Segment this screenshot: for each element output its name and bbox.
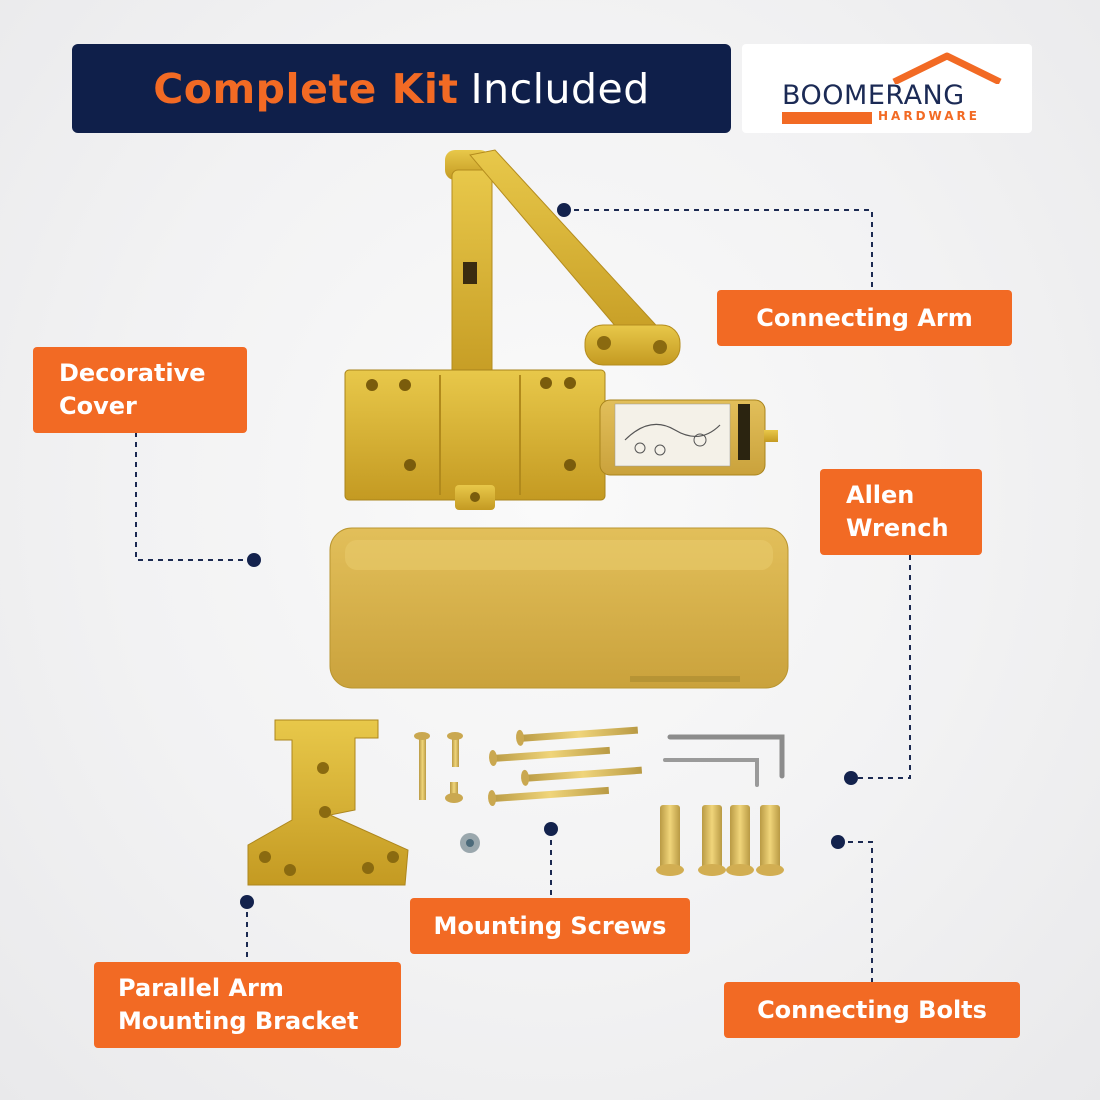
logo-roof-icon [892,52,1002,84]
logo-bar [782,112,872,124]
label-mounting-screws: Mounting Screws [410,898,690,954]
callout-dots [240,203,858,909]
connecting-bolts-part [656,805,784,876]
label-decorative-cover-line2: Cover [59,392,137,420]
mounting-screws-part [414,726,643,853]
label-connecting-arm-text: Connecting Arm [756,303,973,332]
logo-brand-text: BOOMERANG [782,80,965,111]
closer-body-part [344,369,778,510]
label-allen-wrench-line2: Wrench [846,514,949,542]
brand-logo: BOOMERANG HARDWARE [742,44,1032,133]
label-bracket: Parallel Arm Mounting Bracket [94,962,401,1048]
callout-lines [135,209,911,982]
label-decorative-cover: Decorative Cover [33,347,247,433]
label-decorative-cover-line1: Decorative [59,359,206,387]
bracket-part [247,719,409,886]
decorative-cover-part [329,527,789,689]
title-banner: Complete Kit Included [72,44,731,133]
title-rest: Included [470,64,650,113]
label-bracket-line1: Parallel Arm [118,974,284,1002]
label-allen-wrench-line1: Allen [846,481,915,509]
logo-sub-text: HARDWARE [878,109,980,123]
allen-wrench-part [663,734,785,787]
label-mounting-screws-text: Mounting Screws [433,911,667,940]
connecting-arm-part [445,149,681,391]
title-accent: Complete Kit [153,64,459,113]
label-bracket-line2: Mounting Bracket [118,1007,359,1035]
label-connecting-arm: Connecting Arm [717,290,1012,346]
label-connecting-bolts-text: Connecting Bolts [757,995,987,1024]
label-allen-wrench: Allen Wrench [820,469,982,555]
label-connecting-bolts: Connecting Bolts [724,982,1020,1038]
